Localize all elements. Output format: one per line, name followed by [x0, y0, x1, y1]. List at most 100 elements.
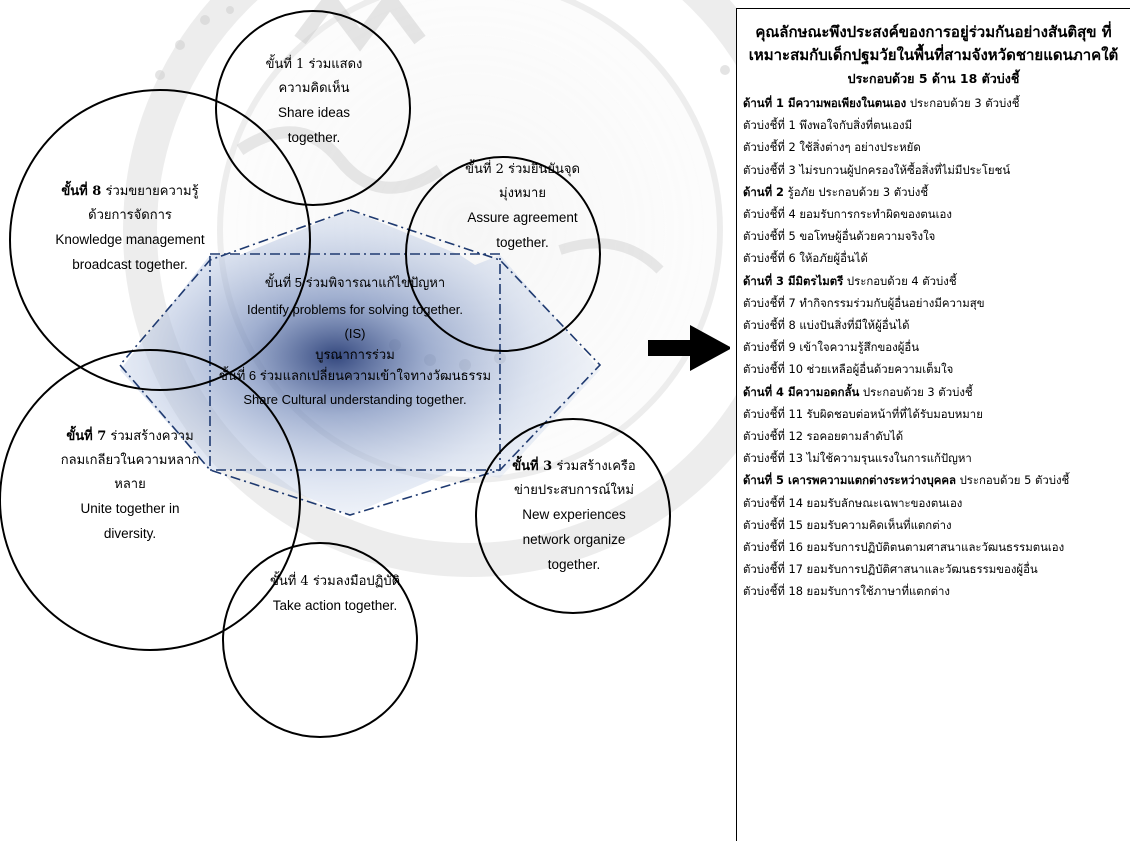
indicator-item: ตัวบ่งชี้ที่ 7 ทำกิจกรรมร่วมกับผู้อื่นอย… — [743, 292, 1124, 314]
indicator-item: ตัวบ่งชี้ที่ 6 ให้อภัยผู้อื่นได้ — [743, 247, 1124, 269]
line-text: ตัวบ่งชี้ที่ 3 ไม่รบกวนผู้ปกครองให้ซื้อส… — [743, 162, 1011, 177]
step-1-thai: ร่วมแสดงความคิดเห็น — [278, 57, 363, 96]
line-text: ตัวบ่งชี้ที่ 2 ใช้สิ่งต่างๆ อย่างประหยัด — [743, 140, 921, 155]
star-square-b — [118, 209, 602, 516]
indicator-item: ตัวบ่งชี้ที่ 9 เข้าใจความรู้สึกของผู้อื่… — [743, 336, 1124, 358]
step-3-label: ขั้นที่ 3 ร่วมสร้างเครือข่ายประสบการณ์ให… — [510, 455, 638, 578]
line-text: ตัวบ่งชี้ที่ 12 รอคอยตามลำดับได้ — [743, 429, 904, 444]
step-7-label: ขั้นที่ 7 ร่วมสร้างความกลมเกลียวในความหล… — [55, 425, 205, 547]
dimension-heading: ด้านที่ 2 รู้อภัย ประกอบด้วย 3 ตัวบ่งชี้ — [743, 181, 1124, 203]
step-6-number: ขั้นที่ 6 — [218, 368, 257, 383]
indicator-item: ตัวบ่งชี้ที่ 4 ยอมรับการกระทำผิดของตนเอง — [743, 203, 1124, 225]
arrow-right-icon — [648, 325, 730, 371]
line-text: ตัวบ่งชี้ที่ 14 ยอมรับลักษณะเฉพาะของตนเอ… — [743, 495, 963, 510]
line-text: ตัวบ่งชี้ที่ 4 ยอมรับการกระทำผิดของตนเอง — [743, 207, 952, 222]
indicator-item: ตัวบ่งชี้ที่ 10 ช่วยเหลือผู้อื่นด้วยความ… — [743, 358, 1124, 380]
line-text: ประกอบด้วย 3 ตัวบ่งชี้ — [906, 96, 1020, 110]
dimension-title: ด้านที่ 5 เคารพความแตกต่างระหว่างบุคคล — [743, 473, 956, 488]
line-text: ประกอบด้วย 5 ตัวบ่งชี้ — [955, 473, 1070, 488]
step-8-number: ขั้นที่ 8 — [61, 184, 102, 199]
indicator-item: ตัวบ่งชี้ที่ 1 พึงพอใจกับสิ่งที่ตนเองมี — [743, 114, 1124, 136]
step-4-number: ขั้นที่ 4 — [269, 574, 309, 589]
line-text: ตัวบ่งชี้ที่ 6 ให้อภัยผู้อื่นได้ — [743, 251, 868, 266]
circle-step-8 — [9, 89, 311, 391]
line-text: ตัวบ่งชี้ที่ 5 ขอโทษผู้อื่นด้วยความจริงใ… — [743, 229, 936, 244]
panel-title-main: คุณลักษณะพึงประสงค์ของการอยู่ร่วมกันอย่า… — [748, 23, 1119, 64]
line-text: ตัวบ่งชี้ที่ 16 ยอมรับการปฏิบัติตนตามศาส… — [743, 540, 1065, 555]
dimension-heading: ด้านที่ 4 มีความอดกลั้น ประกอบด้วย 3 ตัว… — [743, 381, 1124, 403]
dimension-heading: ด้านที่ 5 เคารพความแตกต่างระหว่างบุคคล ป… — [743, 469, 1124, 491]
step-3-thai: ร่วมสร้างเครือข่ายประสบการณ์ใหม่ — [514, 459, 636, 498]
indicator-item: ตัวบ่งชี้ที่ 17 ยอมรับการปฏิบัติศาสนาและ… — [743, 558, 1124, 580]
step-5-number: ขั้นที่ 5 — [264, 275, 302, 290]
line-text: ตัวบ่งชี้ที่ 15 ยอมรับความคิดเห็นที่แตกต… — [743, 517, 952, 532]
step-5-text: ขั้นที่ 5 ร่วมพิจารณาแก้ไขปัญหา — [205, 272, 505, 293]
center-block: ขั้นที่ 5 ร่วมพิจารณาแก้ไขปัญหา Identify… — [205, 272, 505, 410]
indicator-item: ตัวบ่งชี้ที่ 16 ยอมรับการปฏิบัติตนตามศาส… — [743, 536, 1124, 558]
step-8-label: ขั้นที่ 8 ร่วมขยายความรู้ด้วยการจัดการ K… — [55, 180, 205, 278]
indicator-item: ตัวบ่งชี้ที่ 15 ยอมรับความคิดเห็นที่แตกต… — [743, 514, 1124, 536]
indicator-item: ตัวบ่งชี้ที่ 2 ใช้สิ่งต่างๆ อย่างประหยัด — [743, 136, 1124, 158]
step-3-number: ขั้นที่ 3 — [512, 459, 553, 474]
circle-step-2 — [405, 156, 601, 352]
panel-title-tail: ประกอบด้วย 5 ด้าน 18 ตัวบ่งชี้ — [847, 71, 1020, 86]
step-3-english: New experiences network organize togethe… — [522, 507, 626, 572]
characteristics-panel: คุณลักษณะพึงประสงค์ของการอยู่ร่วมกันอย่า… — [736, 8, 1130, 841]
line-text: ประกอบด้วย 4 ตัวบ่งชี้ — [843, 273, 957, 288]
step-2-english: Assure agreement together. — [467, 210, 578, 250]
dimension-title: ด้านที่ 3 มีมิตรไมตรี — [743, 273, 844, 288]
line-text: ตัวบ่งชี้ที่ 18 ยอมรับการใช้ภาษาที่แตกต่… — [743, 584, 950, 599]
line-text: ตัวบ่งชี้ที่ 11 รับผิดชอบต่อหน้าที่ที่ได… — [743, 406, 983, 421]
dimension-title: ด้านที่ 4 มีความอดกลั้น — [743, 384, 860, 399]
center-code: (IS) — [344, 326, 366, 341]
step-8-english: Knowledge management broadcast together. — [55, 232, 205, 272]
step-2-label: ขั้นที่ 2 ร่วมยืนยันจุดมุ่งหมาย Assure a… — [465, 158, 580, 256]
step-6-text: ขั้นที่ 6 ร่วมแลกเปลี่ยนความเข้าใจทางวัฒ… — [205, 365, 505, 386]
indicator-item: ตัวบ่งชี้ที่ 14 ยอมรับลักษณะเฉพาะของตนเอ… — [743, 492, 1124, 514]
indicator-item: ตัวบ่งชี้ที่ 8 แบ่งปันสิ่งที่มีให้ผู้อื่… — [743, 314, 1124, 336]
line-text: ประกอบด้วย 3 ตัวบ่งชี้ — [859, 384, 973, 399]
step-5-thai: ร่วมพิจารณาแก้ไขปัญหา — [305, 275, 446, 290]
indicator-item: ตัวบ่งชี้ที่ 13 ไม่ใช้ความรุนแรงในการแก้… — [743, 447, 1124, 469]
step-5-english: Identify problems for solving together. — [246, 302, 464, 317]
line-text: รู้อภัย ประกอบด้วย 3 ตัวบ่งชี้ — [783, 184, 929, 199]
dimension-heading: ด้านที่ 1 มีความพอเพียงในตนเอง ประกอบด้ว… — [743, 92, 1124, 114]
step-2-number: ขั้นที่ 2 — [465, 162, 504, 177]
circle-step-7 — [0, 349, 301, 651]
dimension-heading: ด้านที่ 3 มีมิตรไมตรี ประกอบด้วย 4 ตัวบ่… — [743, 270, 1124, 292]
line-text: ตัวบ่งชี้ที่ 1 พึงพอใจกับสิ่งที่ตนเองมี — [743, 118, 913, 133]
step-4-thai: ร่วมลงมือปฏิบัติ — [312, 574, 401, 589]
line-text: ตัวบ่งชี้ที่ 17 ยอมรับการปฏิบัติศาสนาและ… — [743, 562, 1038, 577]
circle-step-4 — [222, 542, 418, 738]
indicator-item: ตัวบ่งชี้ที่ 18 ยอมรับการใช้ภาษาที่แตกต่… — [743, 580, 1124, 602]
indicator-item: ตัวบ่งชี้ที่ 12 รอคอยตามลำดับได้ — [743, 425, 1124, 447]
step-1-english: Share ideas together. — [277, 105, 351, 145]
step-4-english: Take action together. — [272, 598, 398, 613]
dimension-title: ด้านที่ 1 มีความพอเพียงในตนเอง — [743, 96, 907, 110]
step-7-thai: ร่วมสร้างความกลมเกลียวในความหลากหลาย — [60, 429, 200, 492]
process-diagram — [0, 10, 730, 738]
line-text: ตัวบ่งชี้ที่ 13 ไม่ใช้ความรุนแรงในการแก้… — [743, 451, 972, 466]
step-1-number: ขั้นที่ 1 — [265, 57, 305, 72]
center-name: บูรณาการร่วม — [315, 347, 395, 362]
line-text: ตัวบ่งชี้ที่ 10 ช่วยเหลือผู้อื่นด้วยความ… — [743, 362, 954, 377]
indicator-list: ด้านที่ 1 มีความพอเพียงในตนเอง ประกอบด้ว… — [743, 92, 1124, 603]
line-text: ตัวบ่งชี้ที่ 8 แบ่งปันสิ่งที่มีให้ผู้อื่… — [743, 318, 910, 333]
step-6-english: Share Cultural understanding together. — [243, 392, 467, 407]
line-text: ตัวบ่งชี้ที่ 7 ทำกิจกรรมร่วมกับผู้อื่นอย… — [743, 295, 985, 310]
step-7-english: Unite together in diversity. — [80, 501, 180, 541]
circle-step-3 — [475, 418, 671, 614]
step-6-thai: ร่วมแลกเปลี่ยนความเข้าใจทางวัฒนธรรม — [259, 368, 492, 383]
indicator-item: ตัวบ่งชี้ที่ 3 ไม่รบกวนผู้ปกครองให้ซื้อส… — [743, 159, 1124, 181]
integration-star — [120, 210, 600, 515]
step-4-label: ขั้นที่ 4 ร่วมลงมือปฏิบัติ Take action t… — [245, 570, 425, 619]
indicator-item: ตัวบ่งชี้ที่ 5 ขอโทษผู้อื่นด้วยความจริงใ… — [743, 225, 1124, 247]
indicator-item: ตัวบ่งชี้ที่ 11 รับผิดชอบต่อหน้าที่ที่ได… — [743, 403, 1124, 425]
step-2-thai: ร่วมยืนยันจุดมุ่งหมาย — [499, 162, 580, 201]
dimension-title: ด้านที่ 2 — [743, 184, 784, 199]
step-8-thai: ร่วมขยายความรู้ด้วยการจัดการ — [88, 184, 199, 223]
panel-title: คุณลักษณะพึงประสงค์ของการอยู่ร่วมกันอย่า… — [743, 21, 1124, 90]
line-text: ตัวบ่งชี้ที่ 9 เข้าใจความรู้สึกของผู้อื่… — [743, 340, 920, 355]
step-7-number: ขั้นที่ 7 — [66, 429, 107, 444]
step-1-label: ขั้นที่ 1 ร่วมแสดงความคิดเห็น Share idea… — [250, 53, 378, 151]
